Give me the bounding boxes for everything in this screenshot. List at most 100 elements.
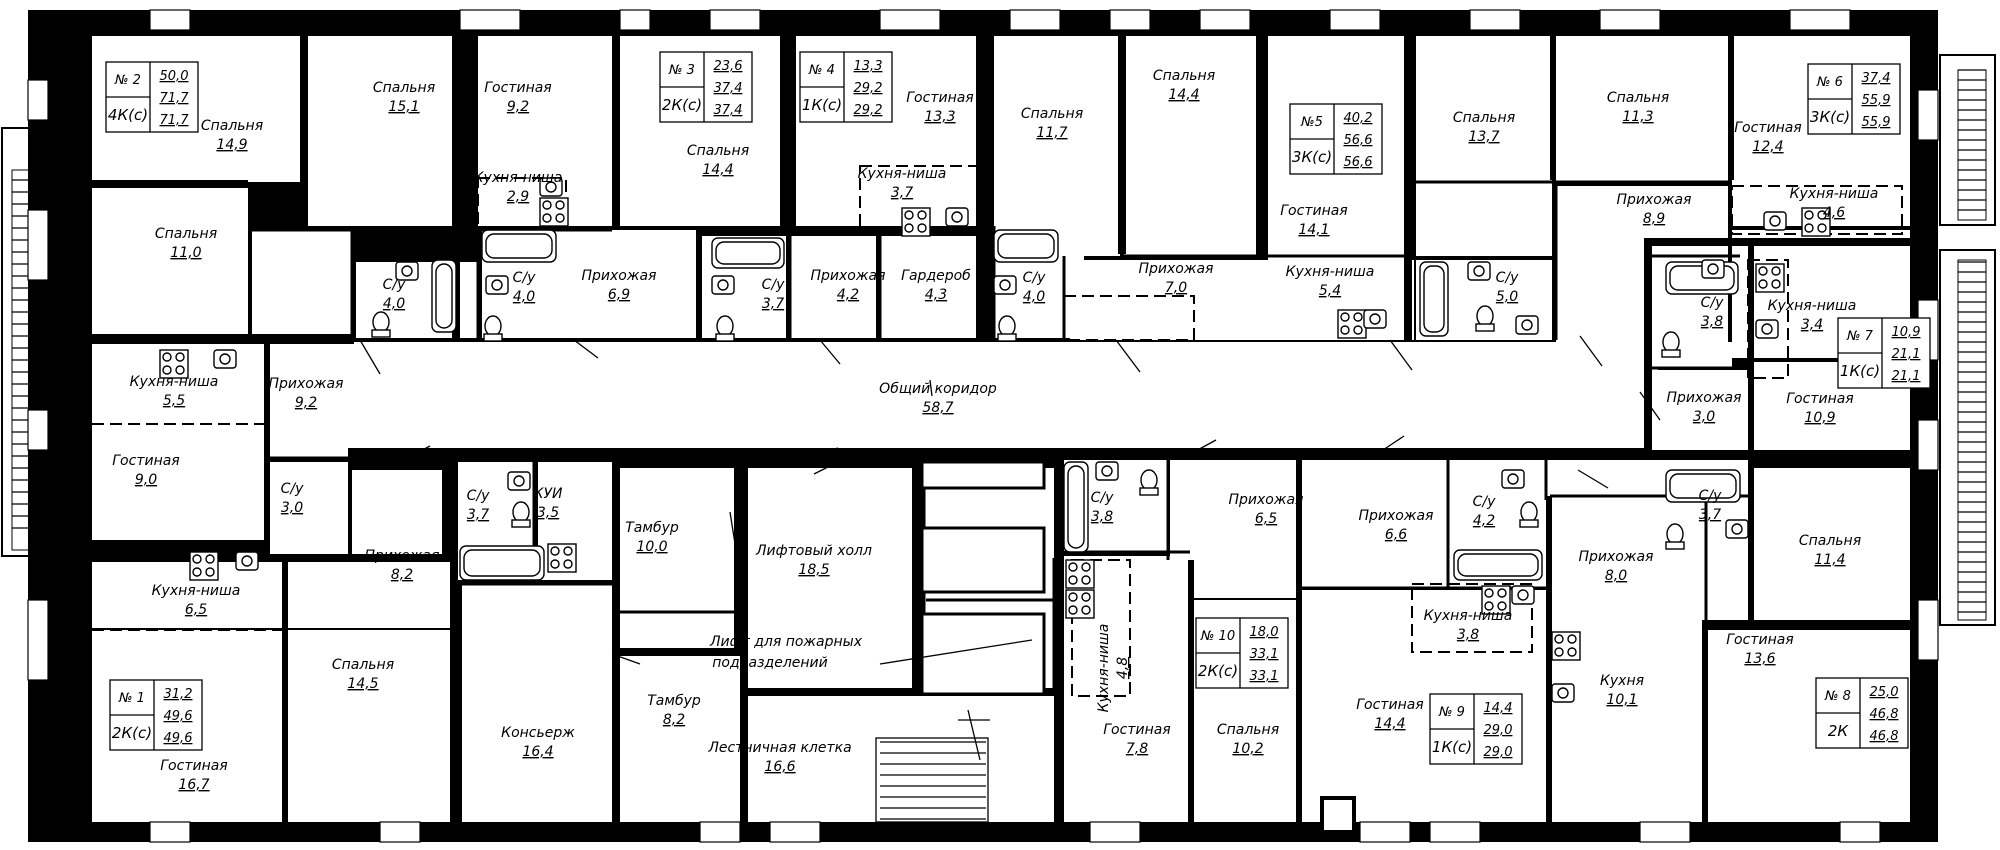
room-name: Прихожая xyxy=(1617,192,1692,208)
room-label: Кухня 10,1 xyxy=(1600,673,1644,708)
fire-lift-note-line2: подразделений xyxy=(712,655,828,671)
room-label: Спальня 11,7 xyxy=(1021,106,1083,141)
room-name: С/у xyxy=(281,481,304,497)
room-area: 6,5 xyxy=(1255,511,1277,527)
room-label: Гостиная 12,4 xyxy=(1734,120,1801,155)
room-area: 10,1 xyxy=(1606,692,1637,708)
room-label: Гостиная 16,7 xyxy=(160,758,227,793)
right-balcony-bottom xyxy=(1939,249,1996,626)
room-name: Гостиная xyxy=(112,453,179,469)
room-area: 7,0 xyxy=(1165,280,1187,296)
room-area: 3,0 xyxy=(281,500,303,516)
room-area: 3,0 xyxy=(1693,409,1715,425)
apartment-type: 2К(с) xyxy=(662,96,702,114)
room-area: 15,1 xyxy=(388,99,419,115)
apartment-number: № 3 xyxy=(668,63,695,78)
room-area: 16,4 xyxy=(522,744,553,760)
room-name: Спальня xyxy=(687,143,749,159)
room-name: С/у xyxy=(1701,295,1724,311)
apartment-area-value: 29,0 xyxy=(1484,723,1513,738)
room-label: С/у4,0 xyxy=(513,270,536,305)
room-name: Спальня xyxy=(1021,106,1083,122)
room-area: 14,9 xyxy=(216,137,247,153)
room-area: 11,3 xyxy=(1622,109,1653,125)
room-name: Тамбур xyxy=(625,520,679,536)
room-area: 6,9 xyxy=(608,287,630,303)
room-area: 6,6 xyxy=(1385,527,1407,543)
room-area: 10,0 xyxy=(636,539,667,555)
room-name: Гостиная xyxy=(1356,697,1423,713)
room-area: 16,7 xyxy=(178,777,209,793)
entrance-box xyxy=(1320,796,1356,834)
room-area: 13,6 xyxy=(1744,651,1775,667)
room-name: Прихожая xyxy=(1359,508,1434,524)
room-area: 3,7 xyxy=(1699,507,1721,523)
room-name: Прихожая xyxy=(1139,261,1214,277)
room-name: Консьерж xyxy=(501,725,575,741)
apartment-area-value: 13,3 xyxy=(854,59,883,74)
room-area: 3,7 xyxy=(891,185,913,201)
room-name: Прихожая xyxy=(1579,549,1654,565)
room-name: Спальня xyxy=(332,657,394,673)
room-area: 8,9 xyxy=(1643,211,1665,227)
apartment-type: 2К xyxy=(1828,722,1850,740)
room-area: 4,2 xyxy=(837,287,859,303)
room-area: 11,4 xyxy=(1814,552,1845,568)
room-area: 13,3 xyxy=(924,109,955,125)
apartment-type: 1К(с) xyxy=(1840,362,1880,380)
apartment-area-value: 50,0 xyxy=(160,69,189,84)
room-label: С/у 3,0 xyxy=(281,481,304,516)
room-area: 11,0 xyxy=(170,245,201,261)
room-area: 11,7 xyxy=(1036,125,1067,141)
room-name: Прихожая xyxy=(1229,492,1304,508)
fixtures xyxy=(159,177,1831,703)
room-area: 3,8 xyxy=(1091,509,1113,525)
room-name: Кухня xyxy=(1600,673,1644,689)
staircase xyxy=(875,709,990,823)
room-name: Спальня xyxy=(1217,722,1279,738)
room-name: Гостиная xyxy=(1734,120,1801,136)
apartment-number: № 8 xyxy=(1824,689,1851,704)
room-name: Кухня-ниша xyxy=(1096,624,1112,713)
apartment-area-value: 40,2 xyxy=(1344,111,1373,126)
room-name: Кухня-ниша xyxy=(130,374,219,390)
room-area: 4,2 xyxy=(1473,513,1495,529)
room-area: 13,7 xyxy=(1468,129,1499,145)
room-name: Кухня-ниша xyxy=(1768,298,1857,314)
room-area: 5,4 xyxy=(1319,283,1341,299)
apartment-number: № 6 xyxy=(1816,75,1843,90)
windows xyxy=(27,9,1939,843)
room-area: 8,0 xyxy=(1605,568,1627,584)
apartment-tag: № 41К(с)13,329,229,2 xyxy=(799,51,893,123)
room-area: 8,2 xyxy=(663,712,685,728)
room-name: Гостиная xyxy=(1103,722,1170,738)
room-area: 16,6 xyxy=(764,759,795,775)
room-area: 18,5 xyxy=(798,562,829,578)
apartment-area-value: 71,7 xyxy=(160,113,190,128)
apartment-number: № 4 xyxy=(808,63,835,78)
room-area: 12,4 xyxy=(1752,139,1783,155)
room-name: Гостиная xyxy=(160,758,227,774)
room-area: 3,4 xyxy=(1801,317,1823,333)
apartment-area-value: 37,4 xyxy=(714,81,743,96)
room-name: Гостиная xyxy=(1786,391,1853,407)
room-label: Прихожая 6,6 xyxy=(1359,508,1434,543)
room-name: Гостиная xyxy=(484,80,551,96)
room-area: 9,2 xyxy=(507,99,529,115)
room-label: Гостиная 9,2 xyxy=(484,80,551,115)
room-area: 4,6 xyxy=(1823,205,1845,221)
apartment-area-value: 10,9 xyxy=(1892,325,1921,340)
